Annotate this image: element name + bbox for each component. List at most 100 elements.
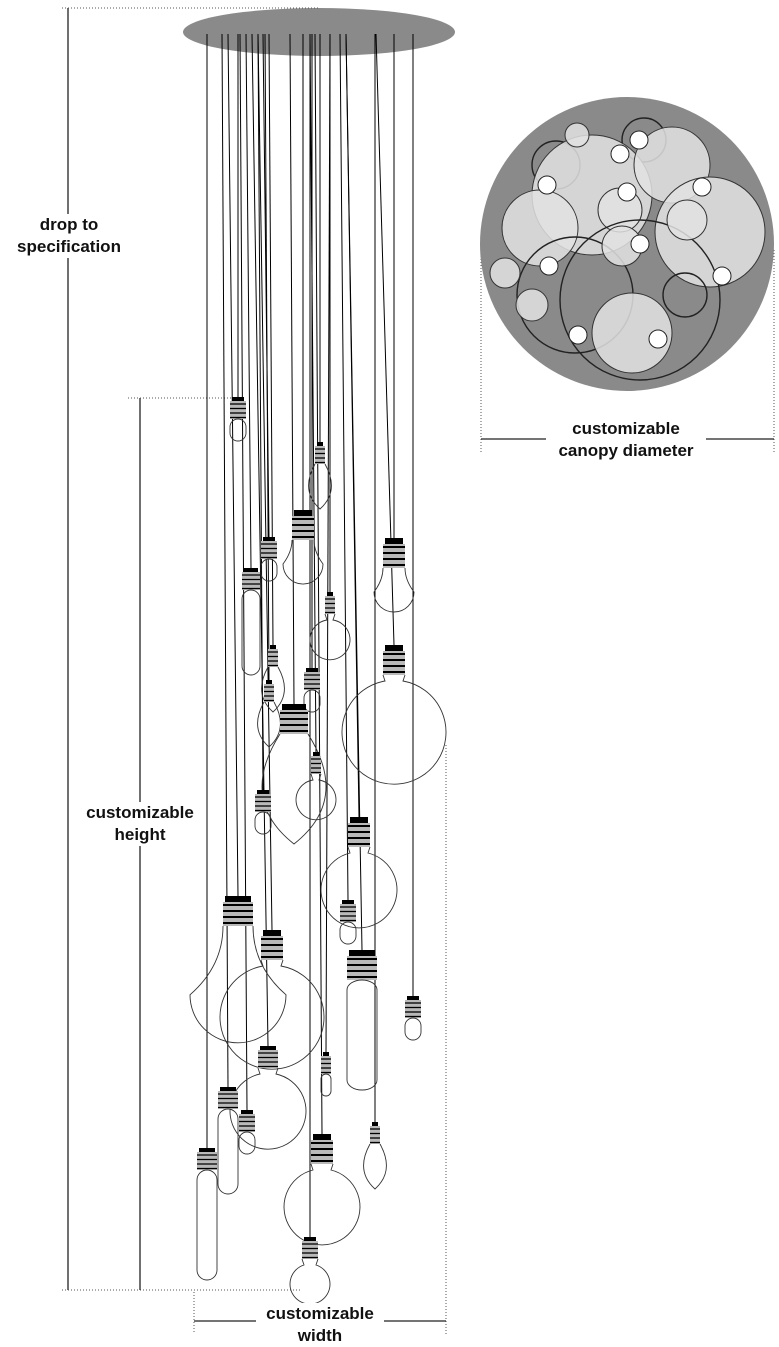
bulb-tube [320,1052,332,1097]
canopy-cord-point [692,177,712,197]
bulb-base [261,541,277,559]
pendant-cord [257,33,273,931]
bulb-teardrop [261,704,327,845]
bulb-tube [303,668,321,713]
pendant-cord [309,33,317,753]
drop-dimension [62,7,320,1291]
bulb-base [242,572,260,590]
canopy-bulb-outline [501,189,579,267]
bulb-base [340,904,356,922]
bulb-base [304,672,320,690]
bulb-glass [189,925,287,1044]
bulb-glass [261,733,327,845]
bulb-globe [295,752,337,821]
bulb-tube [217,1087,239,1195]
bulb-cap [263,930,281,936]
bulb-base [315,446,325,464]
bulb-base [292,516,314,540]
bulb-cap [266,680,272,684]
bulb-cap [327,592,333,596]
canopy-bulb-outline [591,292,673,374]
bulb-base [255,794,271,812]
bulb-glass [282,539,324,585]
canopy-cord-point [568,325,588,345]
bulb-base [239,1114,255,1132]
bulb-base [383,651,405,675]
bulb-glass [339,921,357,945]
pendant-cord [227,33,239,897]
bulb-base [258,1050,278,1068]
bulb-glass [260,558,278,582]
bulb-glass [373,567,415,613]
bulb-tube [404,996,422,1041]
bulb-cap [263,537,275,541]
bulb-teardrop [261,645,285,713]
bulb-cap [317,442,323,446]
bulb-base [261,936,283,960]
bulb-cap [372,1122,378,1126]
bulb-base [405,1000,421,1018]
bulb-a-lamp [282,510,324,585]
bulb-tube [196,1148,218,1281]
bulb-glass [238,1131,256,1155]
bulb-cap [306,668,318,672]
bulb-tube [346,950,378,1091]
pendant-cord [251,33,269,1047]
bulb-tube [260,537,278,582]
canopy-bulb-outline [564,122,590,148]
bulb-cap [323,1052,329,1056]
bulb-glass [217,1108,239,1195]
bulb-glass [320,1073,332,1097]
pendant-cord [345,33,363,951]
bulb-cap [313,1134,331,1140]
bulb-base [311,1140,333,1164]
bulb-cap [313,752,319,756]
pendant-cord [245,33,252,569]
bulb-base [321,1056,331,1074]
bulb-base [230,401,246,419]
bulb-globe [283,1134,361,1246]
bulb-glass [229,418,247,442]
bulb-base [348,823,370,847]
bulb-cap [385,645,403,651]
bulb-glass [320,846,398,929]
bulb-base [197,1152,217,1170]
bulb-cap [244,568,258,572]
bulb-glass [219,959,325,1070]
bulb-glass [295,773,337,821]
bulb-a-lamp [373,538,415,613]
bulb-glass [308,463,332,510]
bulb-base [383,544,405,568]
bulb-base [264,684,274,702]
bulb-cap [349,950,375,956]
bulb-glass [404,1017,422,1041]
bulb-cap [407,996,419,1000]
width-dimension [193,745,447,1334]
bulb-glass [289,1258,331,1305]
bulb-a-lamp [189,896,287,1044]
canopy-diameter-dimension [480,250,775,452]
pendant-bulbs [189,397,447,1305]
bulb-tube [241,568,261,676]
canopy-cord-point [537,175,557,195]
bulb-tube [339,900,357,945]
bulb-globe [289,1237,331,1305]
bulb-globe [219,930,325,1070]
canopy-bulb-outline [559,219,721,381]
bulb-glass [257,701,281,748]
bulb-cap [232,397,244,401]
bulb-globe [309,592,351,661]
bulb-glass [241,589,261,676]
bulb-cap [294,510,312,516]
bulb-glass [283,1163,361,1246]
canopy-bulb-outline [489,257,521,289]
bulb-cap [385,538,403,544]
bulb-glass [346,979,378,1091]
bulb-cap [199,1148,215,1152]
canopy-bulb-outline [666,199,708,241]
bulb-tube [229,397,247,442]
canopy-cord-point [629,130,649,150]
